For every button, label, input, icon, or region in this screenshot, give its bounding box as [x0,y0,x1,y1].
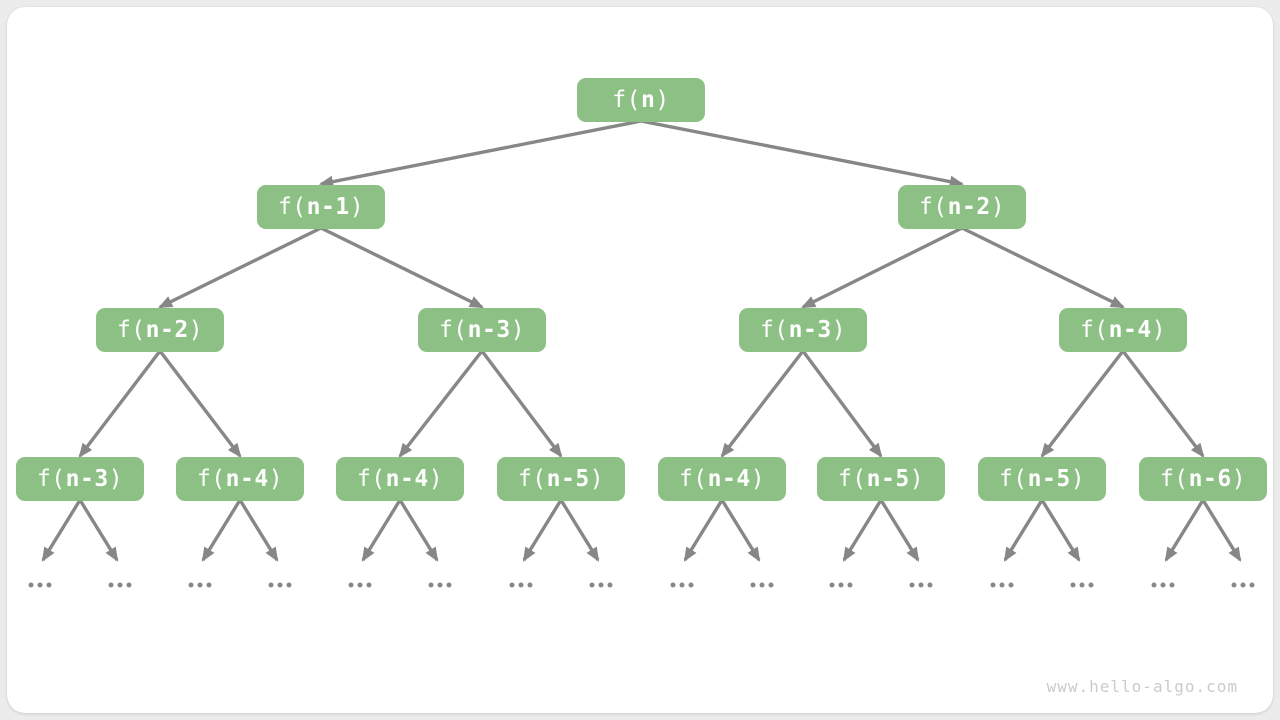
ellipsis-h-right [108,582,132,588]
ellipsis-dot [598,582,604,588]
ellipsis-l-right [750,582,774,588]
ellipsis-dot [518,582,524,588]
leaf-edge-l-right [720,499,761,562]
ellipsis-dot [607,582,613,588]
tree-edge-a-d [320,226,484,309]
ellipsis-dot [1151,582,1157,588]
leaf-edge-j-right [398,499,439,562]
tree-edge-b-e [801,226,963,309]
ellipsis-dot [768,582,774,588]
ellipsis-dot [1231,582,1237,588]
ellipsis-dot [357,582,363,588]
canvas-card [7,7,1273,713]
ellipsis-p-left [1151,582,1175,588]
ellipsis-dot [999,582,1005,588]
tree-edge-g-o [1040,349,1125,458]
ellipsis-dot [206,582,212,588]
ellipsis-dot [117,582,123,588]
ellipsis-dot [366,582,372,588]
ellipsis-dot [348,582,354,588]
ellipsis-dot [1249,582,1255,588]
ellipsis-o-left [990,582,1014,588]
ellipsis-l-left [670,582,694,588]
leaf-edge-k-right [559,499,600,562]
leaf-edge-j-left [361,499,402,562]
ellipsis-dot [37,582,43,588]
ellipsis-m-left [829,582,853,588]
leaf-edge-p-right [1201,499,1242,562]
leaf-edge-m-right [879,499,920,562]
ellipsis-dot [670,582,676,588]
leaf-edge-i-left [201,499,242,562]
tree-edge-b-g [961,226,1125,309]
ellipsis-dot [28,582,34,588]
ellipsis-dot [927,582,933,588]
tree-edge-g-p [1121,349,1205,458]
ellipsis-k-right [589,582,613,588]
ellipsis-dot [918,582,924,588]
leaf-edge-p-left [1164,499,1205,562]
ellipsis-dot [428,582,434,588]
ellipsis-i-left [188,582,212,588]
ellipsis-dot [750,582,756,588]
ellipsis-p-right [1231,582,1255,588]
ellipsis-dot [1079,582,1085,588]
ellipsis-i-right [268,582,292,588]
ellipsis-dot [909,582,915,588]
ellipsis-dot [829,582,835,588]
ellipsis-dot [688,582,694,588]
tree-edge-c-i [158,349,242,458]
ellipsis-dot [268,582,274,588]
tree-edge-d-k [480,349,563,458]
leaf-edge-k-left [522,499,563,562]
ellipsis-dot [1088,582,1094,588]
leaf-edge-l-left [683,499,724,562]
ellipsis-dot [1070,582,1076,588]
tree-edge-e-l [720,349,805,458]
ellipsis-dot [759,582,765,588]
ellipsis-j-right [428,582,452,588]
tree-edge-root-a [318,119,642,188]
ellipsis-dot [197,582,203,588]
ellipsis-dot [188,582,194,588]
ellipsis-j-left [348,582,372,588]
ellipsis-dot [527,582,533,588]
ellipsis-dot [1160,582,1166,588]
tree-edge-d-j [398,349,484,458]
leaf-edge-h-left [41,499,82,562]
ellipsis-dot [126,582,132,588]
tree-edge-root-b [640,119,965,188]
ellipsis-dot [108,582,114,588]
ellipsis-dot [990,582,996,588]
ellipsis-h-left [28,582,52,588]
ellipsis-k-left [509,582,533,588]
tree-edge-a-c [158,226,322,309]
ellipsis-dot [277,582,283,588]
leaf-edge-m-left [842,499,883,562]
tree-edge-c-h [78,349,162,458]
leaf-edge-h-right [78,499,119,562]
ellipsis-dot [679,582,685,588]
leaf-edge-i-right [238,499,279,562]
ellipsis-dot [46,582,52,588]
ellipsis-dot [1240,582,1246,588]
leaf-edge-o-right [1040,499,1081,562]
ellipsis-dot [1169,582,1175,588]
ellipsis-dot [446,582,452,588]
ellipsis-dot [838,582,844,588]
ellipsis-o-right [1070,582,1094,588]
ellipsis-m-right [909,582,933,588]
ellipsis-dot [1008,582,1014,588]
ellipsis-dot [847,582,853,588]
ellipsis-dot [589,582,595,588]
watermark: www.hello-algo.com [1046,677,1238,696]
ellipsis-dot [286,582,292,588]
leaf-edge-o-left [1003,499,1044,562]
ellipsis-dot [437,582,443,588]
tree-edge-e-m [801,349,883,458]
ellipsis-dot [509,582,515,588]
